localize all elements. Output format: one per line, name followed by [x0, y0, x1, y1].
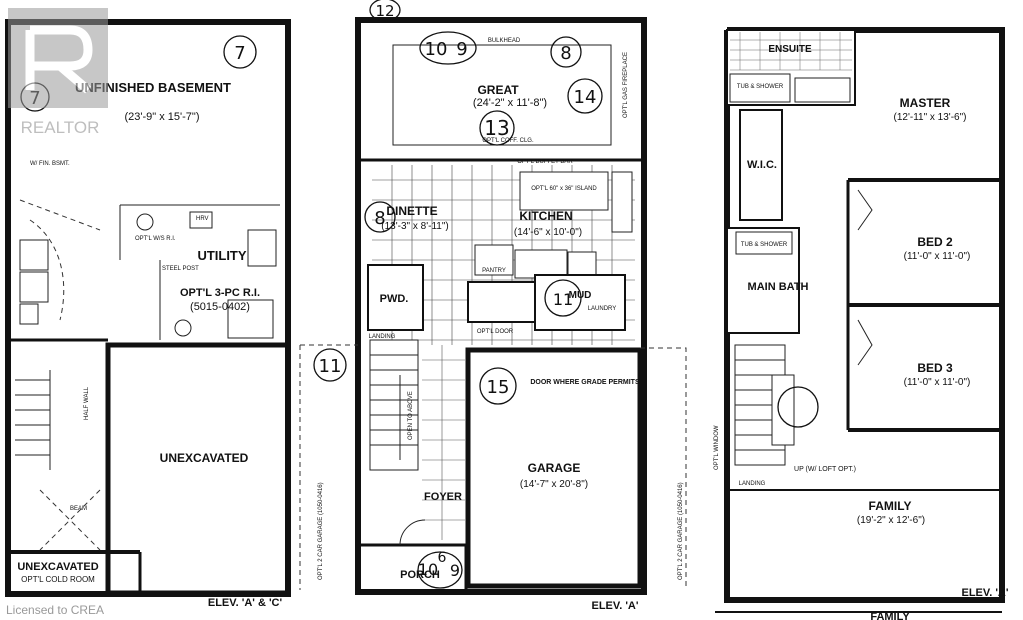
hand-number: 14 — [574, 87, 597, 108]
tub-shower-label: TUB & SHOWER — [737, 84, 784, 90]
unexcavated-area — [105, 342, 291, 596]
kitchen-island — [519, 171, 609, 211]
open-to-above-label: OPEN TO ABOVE — [408, 391, 414, 440]
opt-garage-right-label: OPT'L 2 CAR GARAGE (1050-0416) — [678, 482, 684, 580]
master-label: MASTER — [900, 96, 951, 110]
garage-room — [465, 347, 643, 589]
bed3-dims: (11'-0" x 11'-0") — [904, 377, 971, 388]
gas-fireplace-label: OPT'L GAS FIREPLACE — [623, 52, 629, 118]
cold-room-sub: OPT'L COLD ROOM — [21, 575, 95, 584]
main-bath-label: MAIN BATH — [748, 281, 809, 293]
porch-label: PORCH — [400, 569, 440, 581]
steel-post-label: STEEL POST — [162, 266, 199, 272]
coffered-ceiling-outline — [392, 44, 612, 146]
hand-number: 10 — [425, 39, 448, 60]
dinette-label: DINETTE — [386, 204, 437, 218]
garage-dims: (14'-7" x 20'-8") — [520, 479, 588, 490]
opt-door-label: OPT'L DOOR — [477, 329, 514, 335]
main-floor-outer-wall — [355, 17, 647, 595]
unfinished-basement-dims: (23'-9" x 15'-7") — [125, 111, 200, 123]
basement-plan: UNFINISHED BASEMENT (23'-9" x 15'-7") UT… — [5, 19, 291, 609]
bed2-label: BED 2 — [917, 235, 953, 249]
dinette-dims: (13'-3" x 8'-11") — [381, 221, 448, 232]
island-label: OPT'L 60" x 36" ISLAND — [531, 186, 597, 192]
bed3-label: BED 3 — [917, 361, 953, 375]
kitchen-dims: (14'-6" x 10'-0") — [514, 227, 582, 238]
pantry-label: PANTRY — [482, 268, 506, 274]
great-room-label: GREAT — [477, 83, 519, 97]
realtor-watermark: REALTOR — [8, 8, 108, 137]
rough-in-label: OPT'L 3-PC R.I. — [180, 287, 260, 299]
main-floor-plan: GREAT (24'-2" x 11'-8") BULKHEAD OPT'L C… — [299, 17, 687, 612]
rough-in-code: (5015-0402) — [190, 301, 250, 313]
family-bottom-label: FAMILY — [870, 611, 910, 620]
fin-bsmt-label: W/ FIN. BSMT. — [30, 161, 70, 167]
half-wall-label: HALF WALL — [84, 386, 90, 420]
basement-elevation: ELEV. 'A' & 'C' — [208, 597, 283, 609]
beam-label: BEAM — [70, 506, 87, 512]
family-label: FAMILY — [869, 499, 912, 513]
wic-room — [739, 109, 783, 221]
license-footer-text: Licensed to CREA — [6, 603, 104, 617]
landing-label: LANDING — [369, 334, 396, 340]
mud-label: MUD — [569, 290, 592, 301]
loft-label: UP (W/ LOFT OPT.) — [794, 466, 856, 473]
great-room-dims: (24'-2" x 11'-8") — [473, 97, 547, 109]
hand-number: 11 — [553, 290, 573, 309]
upper-stair — [734, 344, 795, 466]
hand-number: 8 — [374, 208, 385, 229]
foyer-label: FOYER — [424, 491, 462, 503]
second-floor-outer-wall — [724, 27, 1005, 603]
master-dims: (12'-11" x 13'-6") — [894, 112, 967, 123]
porch-area — [356, 543, 468, 594]
handwritten-numbers: 7 7 12 10 9 8 14 13 8 11 15 11 10 6 9 — [29, 2, 596, 580]
hand-number: 7 — [234, 43, 245, 64]
hand-number: 9 — [450, 561, 460, 580]
handwritten-annotations — [20, 0, 819, 589]
hand-number: 9 — [456, 39, 467, 60]
second-floor-plan: ENSUITE TUB & SHOWER MASTER (12'-11" x 1… — [714, 27, 1009, 620]
opt-window-label: OPT'L WINDOW — [714, 425, 720, 470]
main-stair — [369, 339, 419, 471]
pantry-box — [474, 244, 514, 276]
powder-label: PWD. — [380, 293, 409, 305]
tub-shower2-label: TUB & SHOWER — [741, 242, 788, 248]
hand-number: 6 — [438, 550, 447, 566]
door-note-label: DOOR WHERE GRADE PERMITS — [530, 379, 640, 386]
hand-number: 11 — [319, 356, 342, 377]
unexcavated-label: UNEXCAVATED — [160, 451, 249, 465]
bulkhead-label: BULKHEAD — [488, 38, 521, 44]
laundry-label: LAUNDRY — [588, 306, 617, 312]
landing-label-upper: LANDING — [739, 481, 766, 487]
opt-garage-left-label: OPT'L 2 CAR GARAGE (1050-0416) — [318, 482, 324, 580]
kitchen-label: KITCHEN — [519, 209, 572, 223]
powder-room — [367, 264, 424, 331]
garage-label: GARAGE — [528, 461, 581, 475]
wic-label: W.I.C. — [747, 159, 777, 171]
main-floor-elevation: ELEV. 'A' — [591, 600, 638, 612]
realtor-brand-text: REALTOR — [21, 118, 100, 137]
hand-number: 15 — [487, 377, 510, 398]
cold-room-label: UNEXCAVATED — [17, 561, 98, 573]
hand-number: 13 — [484, 116, 509, 140]
ws-ri-label: OPT'L W/S R.I. — [135, 236, 176, 242]
bed2-dims: (11'-0" x 11'-0") — [904, 251, 971, 262]
ensuite-label: ENSUITE — [768, 44, 812, 55]
hand-number: 8 — [560, 43, 571, 64]
buffet-bar-label: OPT'L BUFFET BAR — [517, 159, 573, 165]
hand-number: 10 — [418, 560, 438, 579]
unfinished-basement-label: UNFINISHED BASEMENT — [75, 80, 231, 95]
family-dims: (19'-2" x 12'-6") — [857, 515, 925, 526]
utility-label: UTILITY — [197, 248, 246, 263]
hand-number: 12 — [375, 2, 394, 20]
hrv-label: HRV — [196, 216, 209, 222]
second-floor-elevation: ELEV. 'A' — [961, 587, 1008, 599]
